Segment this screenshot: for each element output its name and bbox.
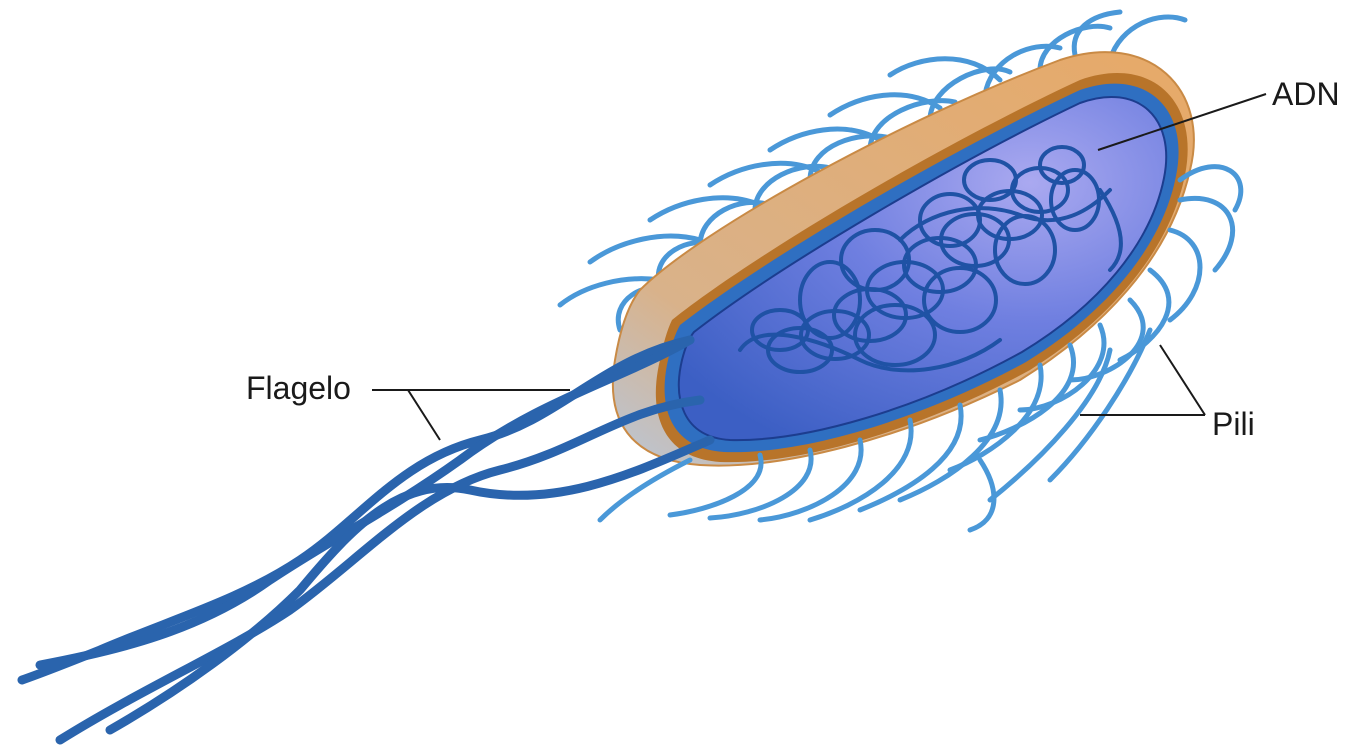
flagella-group <box>22 340 710 740</box>
adn-label: ADN <box>1272 78 1340 110</box>
flagelo-label: Flagelo <box>246 372 351 404</box>
pili-label: Pili <box>1212 408 1255 440</box>
